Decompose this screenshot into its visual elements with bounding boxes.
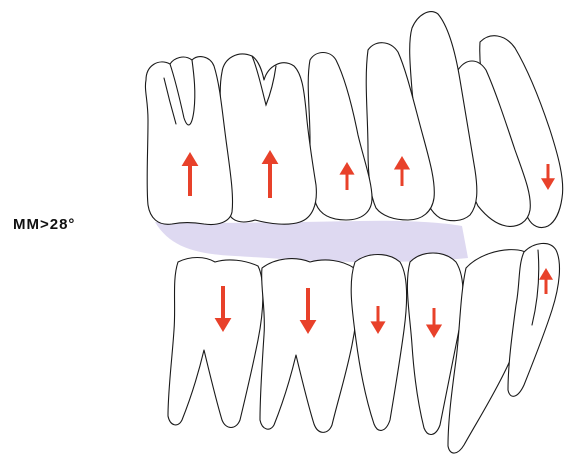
upper-premolar-1-tooth [308,53,372,221]
lower-molar-2-tooth [260,259,358,433]
lower-molar-1-tooth [168,258,263,428]
upper-molar-1-tooth [145,57,232,225]
angle-label: MM>28° [13,216,75,233]
lower-premolar-1-tooth [351,255,406,431]
upper-molar-2-tooth [220,54,316,224]
